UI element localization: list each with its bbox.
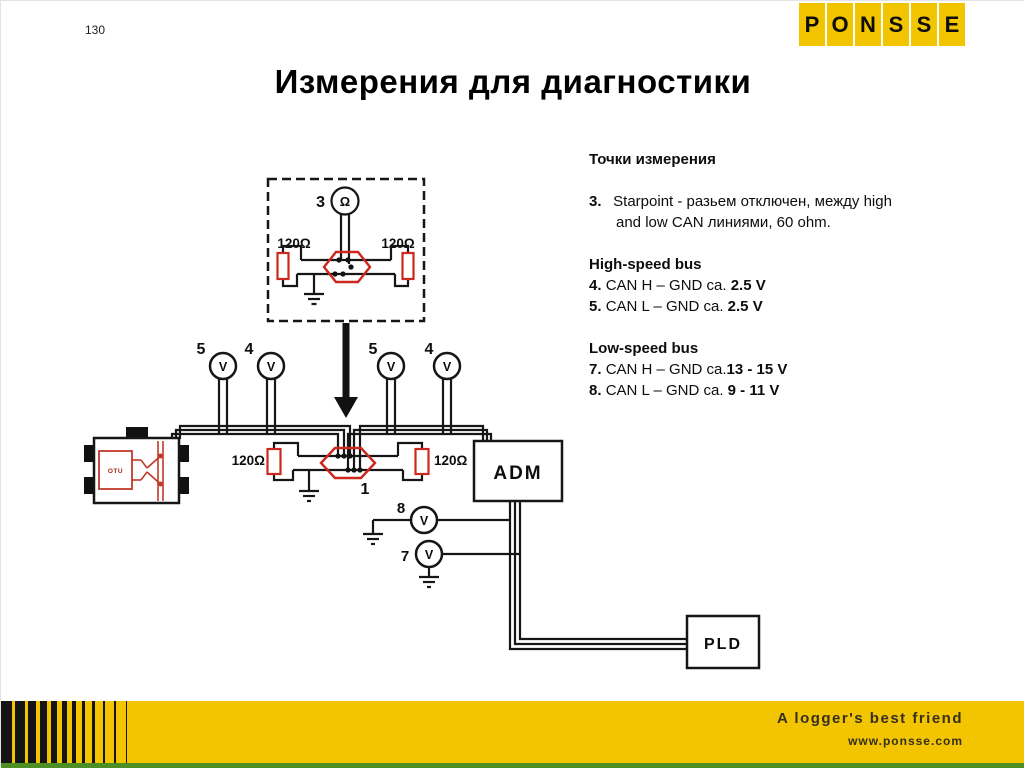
voltmeter-icon — [409, 505, 439, 535]
pld-label: PLD — [704, 636, 742, 653]
voltmeter-7: 7 V — [401, 539, 520, 589]
footer-bar: A logger's best friend www.ponsse.com — [1, 701, 1024, 763]
voltmeters-top-row: 5 4 5 4 V V V V — [197, 341, 462, 434]
voltmeter-icon — [432, 351, 462, 381]
low-speed-heading: Low-speed bus — [589, 340, 699, 357]
item-text: CAN H – GND ca. — [605, 361, 727, 378]
item-text: and low CAN линиями, 60 ohm. — [616, 214, 831, 231]
item-number: 3. — [589, 193, 602, 210]
item-text: CAN L – GND ca. — [605, 382, 728, 399]
note-item-7: 7. CAN H – GND ca.13 - 15 V — [589, 359, 1009, 380]
item-value: 13 - 15 V — [726, 361, 788, 378]
note-item-4: 4. CAN H – GND ca. 2.5 V — [589, 275, 1009, 296]
voltmeter-icon — [376, 351, 406, 381]
starpoint-connector — [322, 250, 372, 284]
high-speed-heading: High-speed bus — [589, 256, 702, 273]
meter-number-label: 7 — [401, 548, 409, 565]
resistor-label: 120Ω — [381, 236, 415, 251]
note-item-8: 8. CAN L – GND ca. 9 - 11 V — [589, 380, 1009, 401]
meter-number-label: 8 — [397, 500, 405, 517]
pld-module: PLD — [685, 614, 761, 670]
terminating-resistor — [276, 251, 290, 281]
otu-module: OTU — [84, 427, 189, 505]
connector-number-label: 1 — [361, 481, 370, 498]
item-text: Starpoint - разьем отключен, между high — [613, 193, 892, 210]
star-connector: 1 — [293, 446, 403, 498]
meter-number-label: 5 — [369, 341, 378, 358]
notes-heading: Точки измерения — [589, 151, 716, 168]
item-text: CAN L – GND ca. — [605, 298, 728, 315]
meter-number-label: 5 — [197, 341, 206, 358]
volt-symbol: V — [420, 514, 429, 528]
logo-letter-tile: N — [855, 3, 881, 46]
otu-label: OTU — [108, 468, 123, 475]
ponsse-logo: P O N S S E — [797, 3, 965, 46]
volt-symbol: V — [443, 360, 452, 374]
resistor-label: 120Ω — [232, 453, 266, 468]
item-number: 5. — [589, 298, 602, 315]
item-value: 9 - 11 V — [727, 382, 780, 399]
meter-number-label: 4 — [425, 341, 434, 358]
logo-letter-tile: S — [911, 3, 937, 46]
website-url: www.ponsse.com — [848, 734, 963, 748]
item-value: 2.5 V — [727, 298, 763, 315]
ground-symbol — [304, 274, 324, 306]
volt-symbol: V — [219, 360, 228, 374]
ohm-symbol: Ω — [340, 194, 350, 209]
measurement-notes: Точки измерения 3. Starpoint - разьем от… — [589, 149, 1009, 401]
note-item-3: 3. Starpoint - разьем отключен, между hi… — [589, 191, 1009, 233]
voltmeter-icon — [414, 539, 444, 569]
voltmeter-8: 8 V — [363, 500, 510, 546]
item-number: 4. — [589, 277, 602, 294]
item-number: 7. — [589, 361, 602, 378]
logo-letter-tile: P — [799, 3, 825, 46]
logo-letter-tile: O — [827, 3, 853, 46]
voltmeter-icon — [256, 351, 286, 381]
page-title: Измерения для диагностики — [274, 63, 752, 100]
tagline: A logger's best friend — [776, 710, 963, 727]
adm-label: ADM — [493, 463, 542, 484]
terminating-resistor-right: 120Ω — [396, 441, 468, 482]
ground-symbol — [299, 470, 319, 503]
footer-text: A logger's best friend www.ponsse.com — [777, 710, 963, 748]
footer-stripes — [1, 701, 127, 763]
down-arrow — [334, 323, 358, 418]
volt-symbol: V — [425, 548, 434, 562]
starpoint-number-label: 3 — [316, 194, 325, 211]
ohmmeter-icon — [330, 186, 360, 216]
note-item-5: 5. CAN L – GND ca. 2.5 V — [589, 296, 1009, 317]
item-number: 8. — [589, 382, 602, 399]
voltmeter-icon — [208, 351, 238, 381]
terminating-resistor-left: 120Ω — [232, 441, 319, 503]
page-number: 130 — [85, 23, 106, 37]
resistor-label: 120Ω — [277, 236, 311, 251]
volt-symbol: V — [267, 360, 276, 374]
logo-letter-tile: S — [883, 3, 909, 46]
starpoint-dashed-box: 3 Ω 120Ω 120Ω — [266, 177, 426, 323]
meter-number-label: 4 — [245, 341, 254, 358]
item-text: CAN H – GND ca. — [605, 277, 731, 294]
volt-symbol: V — [387, 360, 396, 374]
item-value: 2.5 V — [730, 277, 766, 294]
logo-letter-tile: E — [939, 3, 965, 46]
resistor-label: 120Ω — [434, 453, 468, 468]
bottom-edge-strip — [1, 763, 1024, 768]
terminating-resistor — [401, 251, 415, 281]
adm-module: ADM — [472, 439, 687, 651]
